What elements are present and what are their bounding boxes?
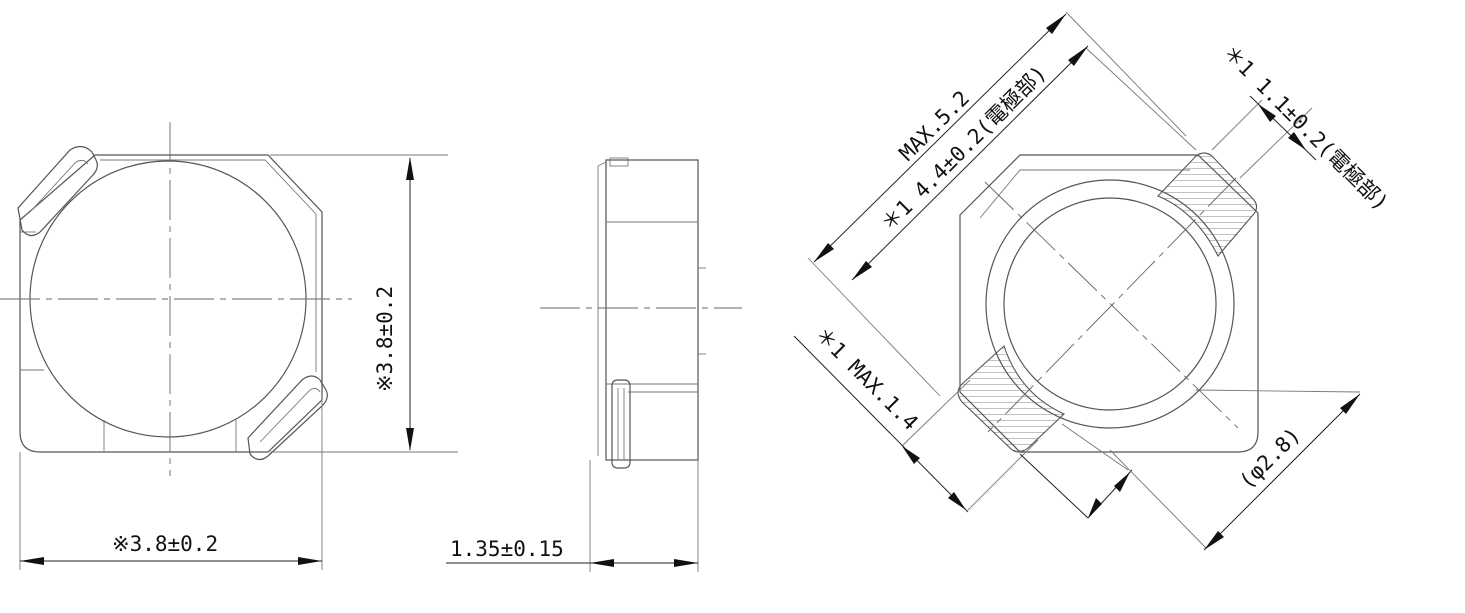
side-view-terminal (611, 379, 631, 469)
max14-arrow-a (902, 446, 920, 464)
width-arrow-left (20, 557, 44, 565)
lower-arrow-a (1088, 498, 1102, 518)
width-arrow-right (298, 557, 322, 565)
side-view: 1.35±0.15 (446, 157, 742, 572)
max52-extension-line-top (1065, 11, 1187, 137)
thickness-arrow-left (590, 559, 614, 567)
lower-arrow-b (1114, 472, 1130, 492)
bottom-view-inner-outline (979, 169, 1190, 219)
lower-dimension-line (1019, 453, 1089, 519)
max14-dimension-line (793, 335, 969, 513)
bottom-view: MAX.5.2 ＊1 4.4±0.2(電極部) ＊1 1.1±0.2(電極部) … (793, 11, 1393, 551)
top-view: ※3.8±0.2 ※3.8±0.2 (0, 122, 458, 570)
height-arrow-top (406, 157, 414, 180)
width11-extension-line-b (1239, 107, 1313, 179)
width11-arrow-b (1288, 132, 1306, 150)
bottom-view-electrode-lower (957, 345, 1065, 453)
top-view-body-outline (19, 154, 323, 453)
top-view-terminal-bottom-right (247, 375, 328, 461)
span44-extension-line-top (1085, 47, 1197, 151)
top-view-terminal-top-left-inner (29, 159, 89, 213)
bottom-view-core-circle (1003, 197, 1217, 411)
width11-arrow-a (1258, 104, 1276, 122)
max14-arrow-b (948, 492, 966, 510)
max14-extension-line-b (967, 439, 1039, 511)
bottom-view-outer-ring (985, 179, 1235, 429)
span44-arrow-lower (852, 261, 872, 280)
height-arrow-bottom (406, 428, 414, 451)
diameter-arrow-upper (1340, 394, 1360, 414)
width-dimension-label: ※3.8±0.2 (112, 532, 218, 556)
top-view-inner-outline (100, 159, 317, 372)
top-view-terminal-top-left (17, 145, 98, 237)
width11-extension-line-a (1211, 99, 1263, 151)
diameter-arrow-lower (1204, 531, 1224, 550)
max52-arrow-upper (1046, 14, 1066, 34)
bottom-view-electrode-upper (1157, 152, 1258, 257)
height-dimension-label: ※3.8±0.2 (373, 286, 397, 392)
lower-extension-line (1061, 423, 1129, 471)
thickness-dimension-label: 1.35±0.15 (450, 537, 564, 561)
span44-dimension-line (851, 45, 1089, 281)
width11-dimension-label: ＊1 1.1±0.2(電極部) (1218, 41, 1393, 216)
max52-extension-line-bottom (807, 257, 941, 397)
thickness-arrow-right (674, 559, 698, 567)
top-view-terminal-bottom-right-inner (259, 387, 321, 443)
max14-extension-line-a (901, 379, 971, 447)
max14-dimension-label: ＊1 MAX.1.4 (810, 323, 922, 435)
span44-arrow-upper (1068, 46, 1088, 66)
max52-arrow-lower (814, 243, 834, 262)
max52-dimension-line (813, 13, 1067, 263)
side-view-body (605, 159, 699, 461)
diameter-extension-line-b (1109, 449, 1207, 549)
side-view-back-edge-top (597, 161, 607, 167)
diameter-dimension-line (1203, 393, 1361, 551)
diameter-dimension-label: (φ2.8) (1235, 423, 1306, 494)
side-view-top-tab (609, 157, 629, 167)
diameter-extension-line-a (1195, 389, 1361, 393)
bottom-view-diagonal-centerline-b (987, 177, 1237, 433)
